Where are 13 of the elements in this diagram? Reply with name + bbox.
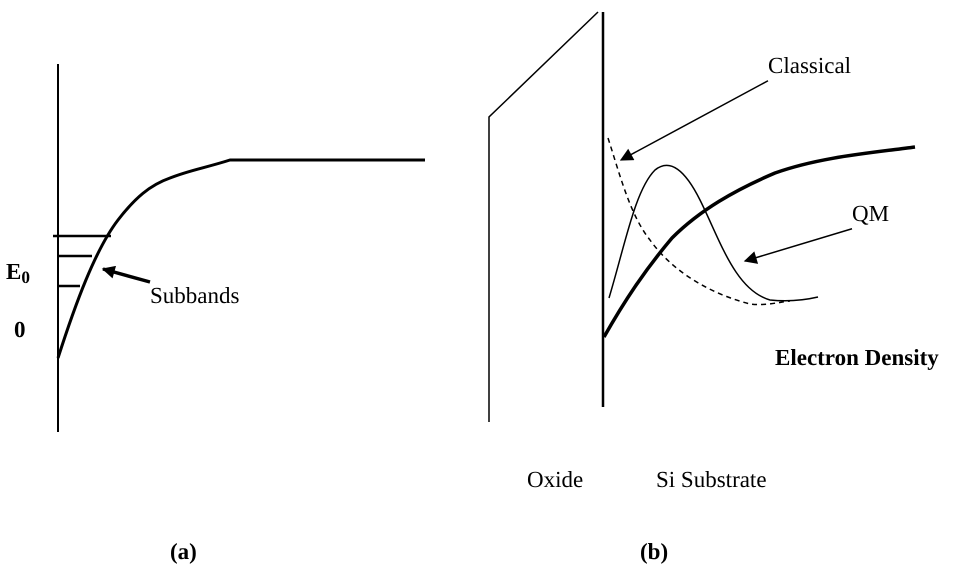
panel-label: (b): [640, 538, 668, 566]
region-label: Oxide: [527, 466, 584, 494]
panel-label: (a): [170, 538, 197, 566]
curve-label: QM: [852, 200, 890, 229]
leader-arrow: [744, 228, 852, 264]
axis-origin-label: 0: [14, 316, 26, 344]
energy-level-label: E$_{0}$: [6, 258, 30, 287]
region-label: Si Substrate: [656, 466, 767, 494]
leader-arrow: [620, 80, 768, 161]
leader-arrow: [102, 266, 150, 284]
curve-label: Classical: [768, 52, 852, 81]
axis-title: Electron Density: [775, 344, 939, 372]
curve-label: Subbands: [150, 282, 240, 311]
